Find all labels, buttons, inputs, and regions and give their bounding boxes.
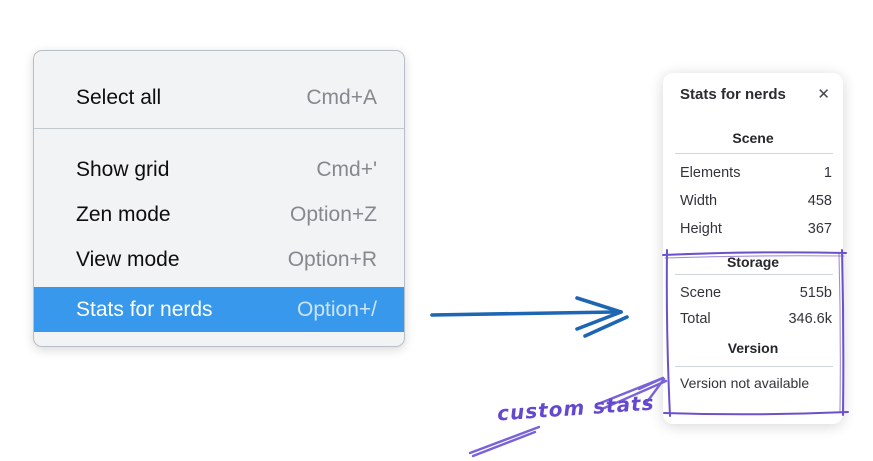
stat-label: Elements [680, 165, 741, 181]
stat-label: Scene [680, 285, 722, 301]
highlight-rectangle-icon [662, 249, 849, 417]
menu-item-select-all[interactable]: Select all Cmd+A [34, 75, 404, 120]
menu-item-zen-mode[interactable]: Zen mode Option+Z [34, 192, 404, 237]
menu-item-show-grid[interactable]: Show grid Cmd+' [34, 147, 404, 192]
menu-item-label: Stats for nerds [76, 297, 213, 321]
stat-label: Height [680, 221, 722, 237]
menu-item-shortcut: Option+Z [290, 202, 377, 226]
section-header-version: Version [727, 340, 779, 356]
menu-group-top: Select all Cmd+A [34, 51, 404, 128]
section-header-scene: Scene [732, 130, 774, 146]
menu-item-shortcut: Option+/ [297, 297, 377, 321]
stat-row-elements: Elements 1 [663, 159, 843, 187]
menu-item-shortcut: Cmd+A [306, 85, 377, 109]
menu-item-label: View mode [76, 247, 180, 271]
stat-row-width: Width 458 [663, 187, 843, 215]
stat-label: Width [680, 193, 718, 209]
menu-item-label: Select all [76, 85, 162, 109]
divider [675, 366, 833, 367]
menu-item-view-mode[interactable]: View mode Option+R [34, 237, 404, 282]
menu-group-bottom: Show grid Cmd+' Zen mode Option+Z View m… [34, 128, 404, 346]
annotation-arrow-icon [468, 376, 668, 458]
stat-value: 346.6k [788, 311, 832, 327]
stat-value: 1 [823, 165, 832, 181]
context-menu: Select all Cmd+A Show grid Cmd+' Zen mod… [33, 50, 405, 347]
menu-item-stats-for-nerds[interactable]: Stats for nerds Option+/ [34, 287, 404, 332]
stat-value: 515b [799, 285, 832, 301]
stat-value: 367 [807, 221, 832, 237]
arrow-menu-to-panel-icon [430, 296, 629, 338]
menu-item-shortcut: Cmd+' [316, 157, 377, 181]
stats-panel-header: Stats for nerds ✕ [663, 86, 843, 103]
stat-value: 458 [807, 193, 832, 209]
divider [675, 274, 833, 275]
section-header-storage: Storage [726, 254, 780, 270]
stat-row-scene-storage: Scene 515b [663, 280, 843, 306]
stats-panel-title: Stats for nerds [680, 86, 786, 103]
stats-panel: Stats for nerds ✕ Scene Elements 1 Width… [663, 73, 843, 424]
menu-item-label: Zen mode [76, 202, 171, 226]
stat-row-height: Height 367 [663, 215, 843, 243]
close-icon[interactable]: ✕ [817, 86, 830, 103]
divider [675, 153, 833, 154]
menu-item-label: Show grid [76, 157, 170, 181]
menu-item-shortcut: Option+R [287, 247, 377, 271]
version-note: Version not available [680, 375, 810, 391]
stat-label: Total [680, 311, 711, 327]
stat-row-total-storage: Total 346.6k [663, 306, 843, 332]
